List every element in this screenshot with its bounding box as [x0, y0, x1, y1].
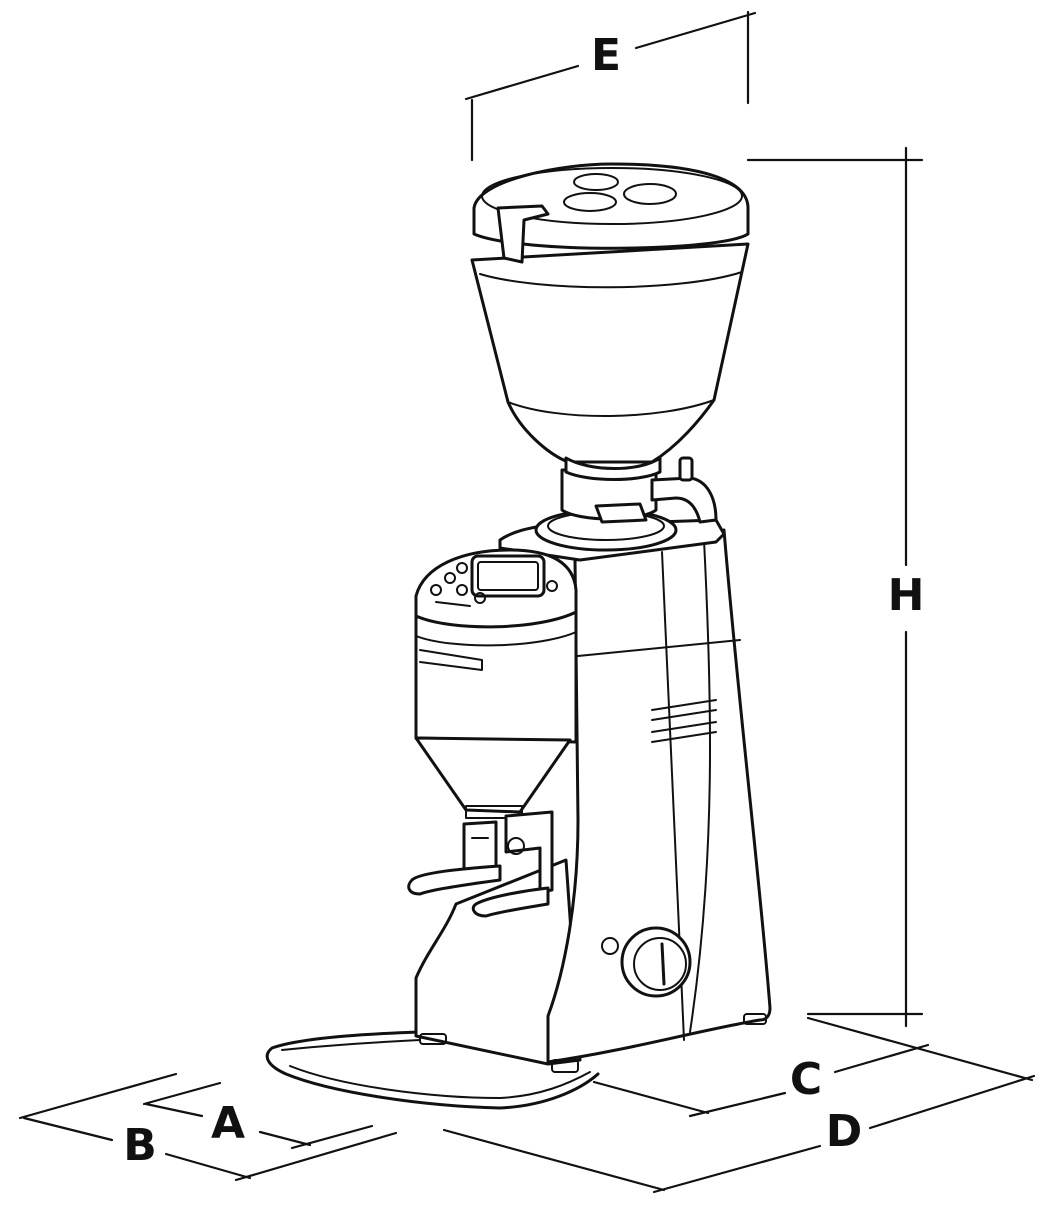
control-panel: [414, 548, 578, 629]
portafilter-holder: [407, 810, 554, 918]
label-A: A: [211, 1098, 245, 1149]
button-icon[interactable]: [546, 580, 558, 592]
button-icon[interactable]: [430, 584, 442, 596]
bean-hopper: [470, 162, 750, 481]
label-B: B: [123, 1120, 157, 1171]
dimension-H: H: [746, 146, 925, 1028]
dimension-B: B: [18, 1072, 398, 1182]
hopper-latch[interactable]: [496, 204, 550, 264]
doser-chamber: [414, 608, 578, 819]
button-icon[interactable]: [474, 592, 486, 604]
button-icon[interactable]: [444, 572, 456, 584]
burr-collar: [534, 456, 718, 552]
display-screen: [470, 554, 546, 598]
adjustment-knob[interactable]: [601, 926, 692, 998]
drip-tray: [265, 1030, 600, 1110]
label-C: C: [790, 1054, 822, 1105]
button-icon[interactable]: [456, 562, 468, 574]
dimension-D: D: [442, 1074, 1036, 1194]
label-D: D: [826, 1106, 863, 1157]
label-E: E: [591, 30, 621, 81]
dimension-E: E: [464, 10, 757, 162]
adjust-pin: [678, 456, 694, 482]
label-H: H: [888, 570, 925, 621]
dimension-A: A: [142, 1081, 374, 1150]
dimension-C: C: [592, 1016, 1034, 1118]
grinder-body: [414, 518, 772, 1073]
indicator-light: [601, 937, 619, 955]
button-icon[interactable]: [456, 584, 468, 596]
